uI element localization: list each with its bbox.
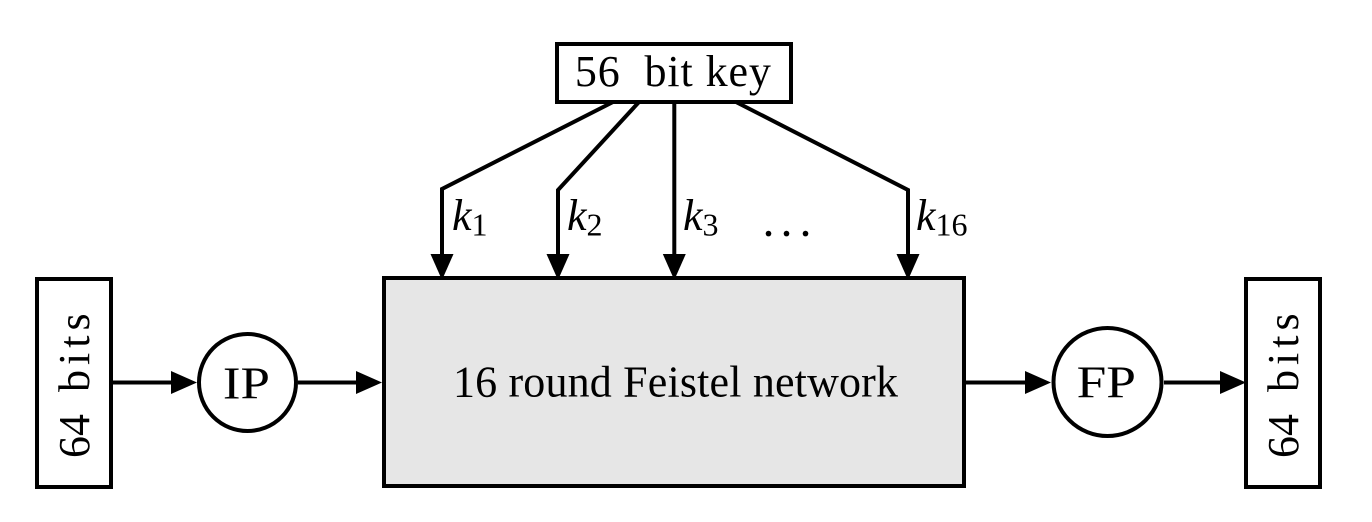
svg-text:64bits: 64bits [1259,308,1308,458]
svg-text:56 bit key: 56 bit key [575,47,771,96]
svg-text:IP: IP [223,358,270,409]
svg-text:FP: FP [1077,357,1136,408]
svg-text:16 round Feistel network: 16 round Feistel network [453,358,898,407]
svg-text:64bits: 64bits [50,308,99,458]
svg-text:k3: k3 [683,191,719,243]
